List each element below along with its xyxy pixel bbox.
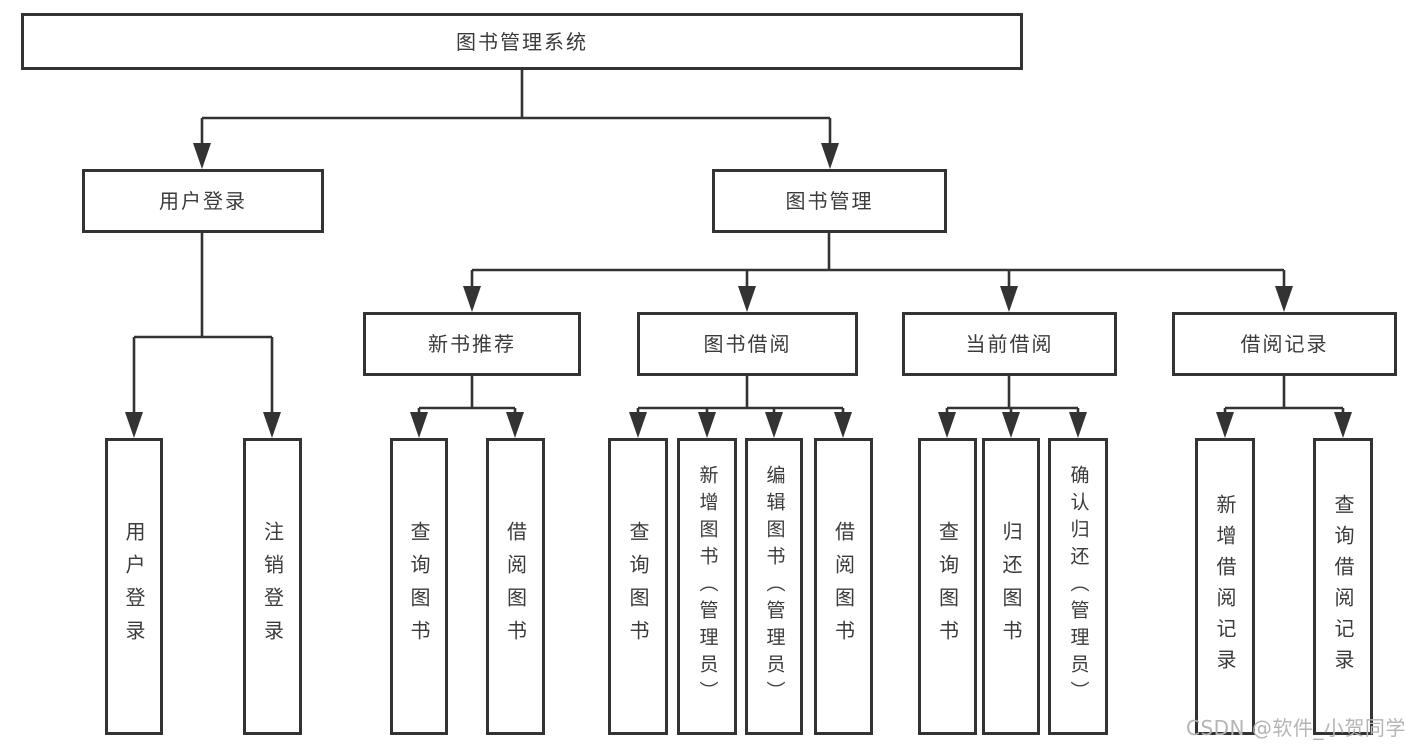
connector-new-book-fork bbox=[419, 376, 515, 410]
arrowhead-icon bbox=[1216, 412, 1234, 438]
arrowhead-icon bbox=[1275, 286, 1293, 312]
leaf-logout: 注销登录 bbox=[243, 438, 302, 735]
leaf-borrow-books-recommend: 借阅图书 bbox=[486, 438, 545, 735]
arrowhead-icon bbox=[1002, 412, 1020, 438]
node-root-system: 图书管理系统 bbox=[21, 13, 1023, 70]
connector-current-borrow-fork bbox=[947, 374, 1078, 410]
connector-borrow-record-fork bbox=[1225, 376, 1343, 410]
arrowhead-icon bbox=[629, 412, 647, 438]
arrowhead-icon bbox=[463, 286, 481, 312]
arrowhead-icon bbox=[1334, 412, 1352, 438]
connector-root-to-level2 bbox=[202, 68, 830, 120]
leaf-query-books-current: 查询图书 bbox=[918, 438, 977, 735]
connector-book-borrow-fork bbox=[638, 376, 843, 410]
arrowheads bbox=[125, 118, 1352, 438]
csdn-watermark: CSDN @软件_小贺同学 bbox=[1186, 716, 1405, 740]
leaf-borrow-books-borrow: 借阅图书 bbox=[814, 438, 873, 735]
arrowhead-icon bbox=[938, 412, 956, 438]
arrowhead-icon bbox=[765, 412, 783, 438]
leaf-query-borrow-record: 查询借阅记录 bbox=[1313, 438, 1373, 735]
leaf-confirm-return-admin: 确认归还（管理员） bbox=[1048, 438, 1108, 735]
arrowhead-icon bbox=[506, 412, 524, 438]
leaf-query-books-recommend: 查询图书 bbox=[390, 438, 448, 735]
leaf-edit-book-admin: 编辑图书（管理员） bbox=[745, 438, 803, 735]
leaf-return-book: 归还图书 bbox=[982, 438, 1040, 735]
arrowhead-icon bbox=[263, 412, 281, 438]
arrowhead-icon bbox=[738, 286, 756, 312]
node-borrow-records: 借阅记录 bbox=[1172, 312, 1397, 376]
arrowhead-icon bbox=[125, 412, 143, 438]
leaf-user-login: 用户登录 bbox=[105, 438, 163, 735]
node-current-borrow: 当前借阅 bbox=[902, 312, 1117, 376]
leaf-add-borrow-record: 新增借阅记录 bbox=[1195, 438, 1255, 735]
node-book-borrow: 图书借阅 bbox=[637, 312, 858, 376]
node-new-book-recommend: 新书推荐 bbox=[363, 312, 581, 376]
connector-book-management-fork bbox=[472, 233, 1284, 272]
arrowhead-icon bbox=[821, 143, 839, 169]
leaf-query-books-borrow: 查询图书 bbox=[608, 438, 668, 735]
arrowhead-icon bbox=[698, 412, 716, 438]
arrowhead-icon bbox=[1069, 412, 1087, 438]
arrowhead-icon bbox=[834, 412, 852, 438]
connector-user-login-fork bbox=[134, 233, 272, 339]
arrowhead-icon bbox=[1000, 286, 1018, 312]
arrowhead-icon bbox=[193, 143, 211, 169]
node-user-login: 用户登录 bbox=[82, 169, 324, 233]
leaf-add-book-admin: 新增图书（管理员） bbox=[677, 438, 737, 735]
node-book-management: 图书管理 bbox=[712, 169, 947, 233]
arrowhead-icon bbox=[410, 412, 428, 438]
